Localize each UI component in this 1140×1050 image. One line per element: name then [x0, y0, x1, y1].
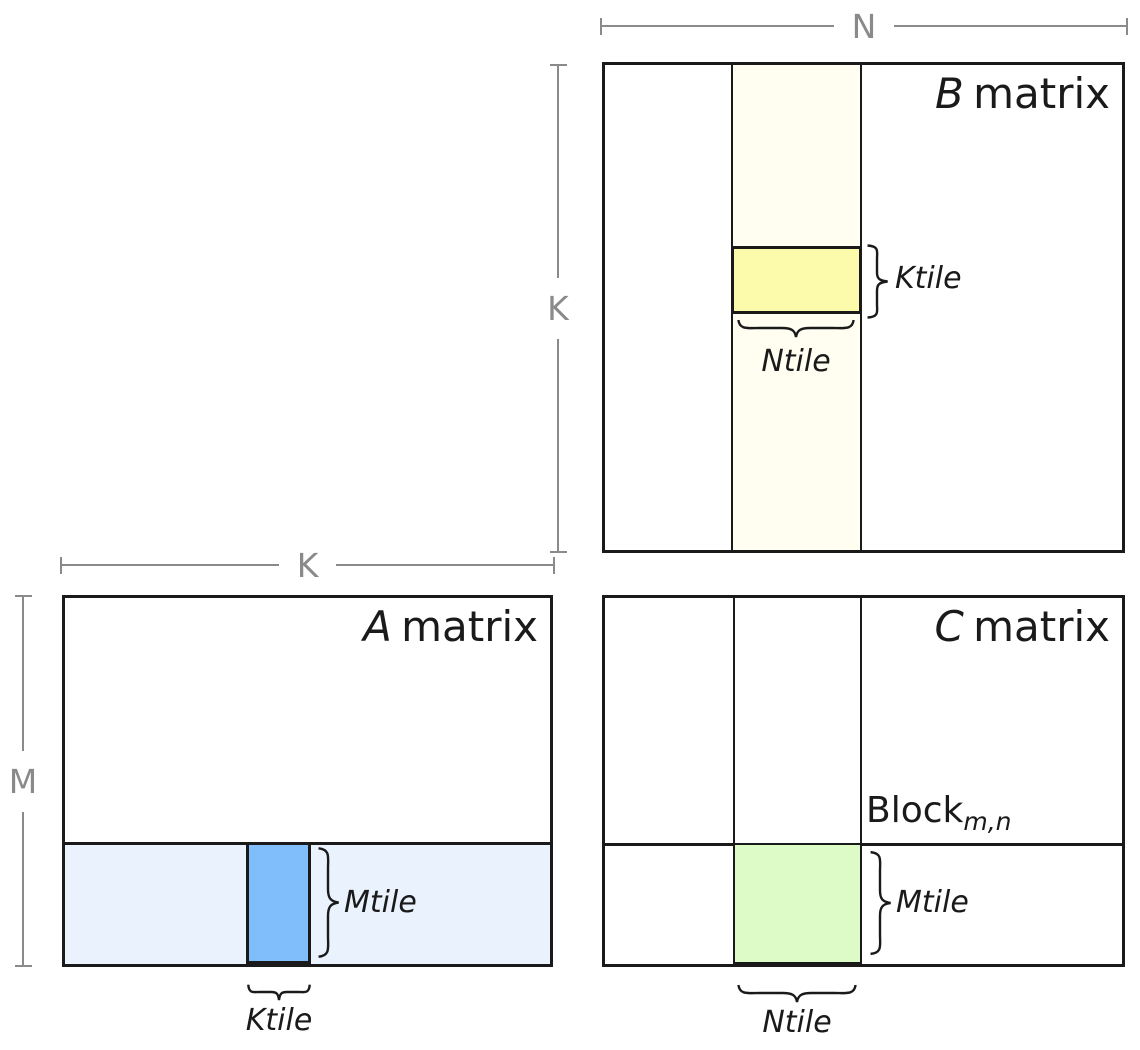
b-ntile-brace [736, 317, 856, 339]
b-matrix-ktile-block [731, 246, 862, 314]
b-matrix-title-letter: B [935, 69, 964, 118]
c-matrix-block-tile [733, 843, 862, 964]
a-matrix-title-letter: A [363, 602, 392, 651]
c-matrix-title-rest: matrix [973, 602, 1110, 651]
c-matrix-row-divider [605, 843, 1122, 846]
m-dimension-bottom-segment [22, 811, 24, 965]
m-dimension-label: M [8, 761, 38, 801]
a-matrix-title-rest: matrix [401, 602, 538, 651]
b-ktile-brace [864, 244, 890, 319]
c-block-label-text: Block [866, 790, 964, 831]
m-dimension-line: M [6, 595, 40, 967]
b-ntile-label: Ntile [761, 344, 831, 379]
a-ktile-label: Ktile [245, 1003, 313, 1038]
c-block-label: Blockm,n [866, 790, 1012, 834]
n-dimension-left-tick [600, 17, 603, 35]
k-right-dimension-top-tick [549, 64, 567, 67]
n-dimension-right-segment [894, 24, 1126, 28]
k-top-dimension-right-segment [336, 563, 553, 567]
k-top-dimension-left-tick [60, 556, 63, 574]
c-mtile-label: Mtile [896, 885, 969, 920]
k-right-dimension-bottom-segment [557, 339, 559, 551]
b-ktile-label: Ktile [895, 261, 962, 296]
a-matrix-ktile-block [246, 842, 311, 964]
c-matrix-column-line-left [733, 598, 735, 964]
c-matrix-column-line-right [860, 598, 862, 964]
m-dimension-top-segment [22, 597, 24, 751]
m-dimension-bottom-tick [14, 964, 32, 967]
k-top-dimension-left-segment [62, 563, 279, 567]
n-dimension-line: N [600, 8, 1128, 44]
n-dimension-label: N [851, 6, 877, 46]
c-mtile-brace [867, 850, 893, 956]
k-top-dimension-line: K [60, 545, 556, 585]
c-ntile-label: Ntile [762, 1005, 832, 1040]
k-right-dimension-line: K [541, 64, 575, 553]
a-ktile-brace [247, 982, 311, 1002]
k-top-dimension-right-tick [552, 556, 556, 574]
k-right-dimension-bottom-tick [549, 550, 567, 553]
a-mtile-brace [315, 846, 341, 959]
n-dimension-left-segment [602, 24, 834, 28]
a-mtile-label: Mtile [344, 885, 417, 920]
k-right-dimension-label: K [547, 289, 569, 328]
c-matrix-title-letter: C [934, 602, 964, 651]
c-ntile-brace [736, 982, 858, 1004]
n-dimension-right-tick [1125, 17, 1128, 35]
c-block-label-subscript: m,n [963, 807, 1012, 837]
b-matrix-title-rest: matrix [973, 69, 1110, 118]
k-right-dimension-top-segment [557, 66, 559, 278]
m-dimension-top-tick [14, 595, 32, 598]
k-top-dimension-label: K [296, 545, 319, 585]
